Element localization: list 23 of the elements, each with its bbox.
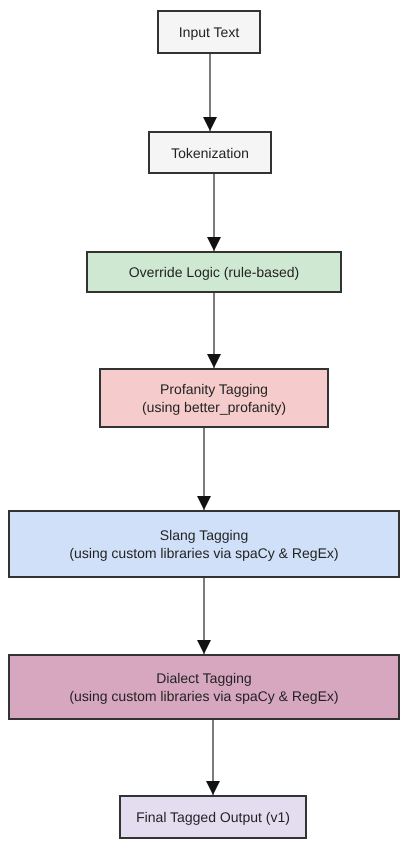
process-box	[119, 795, 307, 839]
arrow	[203, 54, 217, 131]
process-box	[8, 510, 400, 578]
arrow	[207, 174, 221, 251]
box-text: Slang Tagging	[160, 526, 248, 544]
box-text: (using custom libraries via spaCy & RegEx)	[69, 687, 339, 705]
box-text: Profanity Tagging	[160, 380, 268, 398]
box-text: Override Logic (rule-based)	[128, 263, 300, 281]
box-text: (using better_profanity)	[142, 398, 286, 416]
process-box	[8, 654, 400, 720]
box-text: Dialect Tagging	[156, 669, 252, 687]
process-box	[99, 368, 329, 428]
process-box	[86, 251, 342, 293]
arrow	[206, 720, 220, 795]
box-text: Input Text	[178, 23, 240, 41]
box-text: (using custom libraries via spaCy & RegEx)	[69, 544, 339, 562]
arrow	[197, 428, 211, 510]
arrow	[207, 293, 221, 368]
box-text: Tokenization	[171, 144, 249, 162]
process-box	[148, 131, 272, 174]
arrow	[197, 578, 211, 654]
process-box	[157, 10, 261, 54]
box-text: Final Tagged Output (v1)	[136, 808, 290, 826]
